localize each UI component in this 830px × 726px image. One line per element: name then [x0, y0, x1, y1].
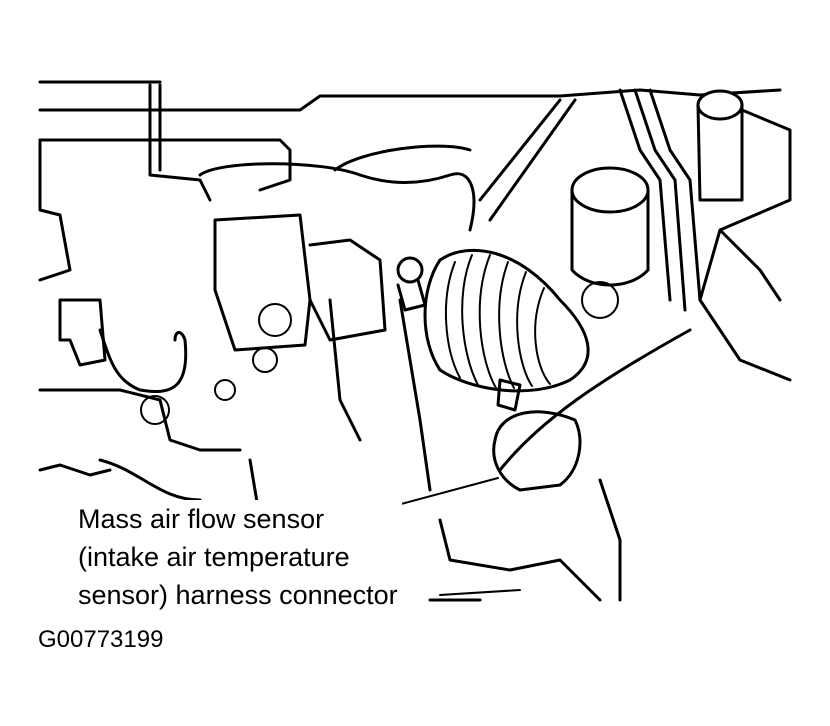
throttle-housing	[308, 238, 387, 342]
intake-boot	[423, 248, 590, 393]
callout-label: Mass air flow sensor (intake air tempera…	[74, 500, 402, 614]
callout-line-1: Mass air flow sensor	[78, 504, 325, 534]
maf-clip	[496, 378, 522, 412]
throttle-nut	[252, 347, 278, 373]
throttle-bolt	[258, 303, 292, 337]
top-pipe-3	[333, 98, 577, 222]
left-bolt-2	[214, 379, 236, 401]
reservoir-body	[696, 103, 744, 202]
left-sensor	[58, 298, 107, 367]
maf-wire	[498, 328, 692, 472]
callout-line-2: (intake air temperature	[78, 542, 350, 572]
clamp-bolt	[396, 256, 424, 284]
maf-connector	[492, 410, 582, 492]
top-pipe-2	[198, 162, 476, 232]
top-pipe-1	[148, 83, 212, 202]
throttle-body	[213, 213, 312, 352]
callout-line-3: sensor) harness connector	[78, 580, 398, 610]
lower-right-body	[428, 478, 622, 602]
left-bolt	[140, 395, 170, 425]
canister-top	[570, 166, 650, 214]
clamp-strap	[396, 278, 427, 312]
lower-pipe	[98, 298, 432, 522]
reservoir-cap	[696, 89, 744, 121]
right-structure	[698, 108, 792, 382]
intake-boot-ribs	[444, 254, 551, 389]
left-harness	[98, 328, 188, 394]
canister-fitting	[581, 281, 619, 319]
top-frame	[38, 80, 782, 192]
figure-id: G00773199	[38, 626, 164, 653]
right-pipe-bundle	[618, 88, 702, 312]
